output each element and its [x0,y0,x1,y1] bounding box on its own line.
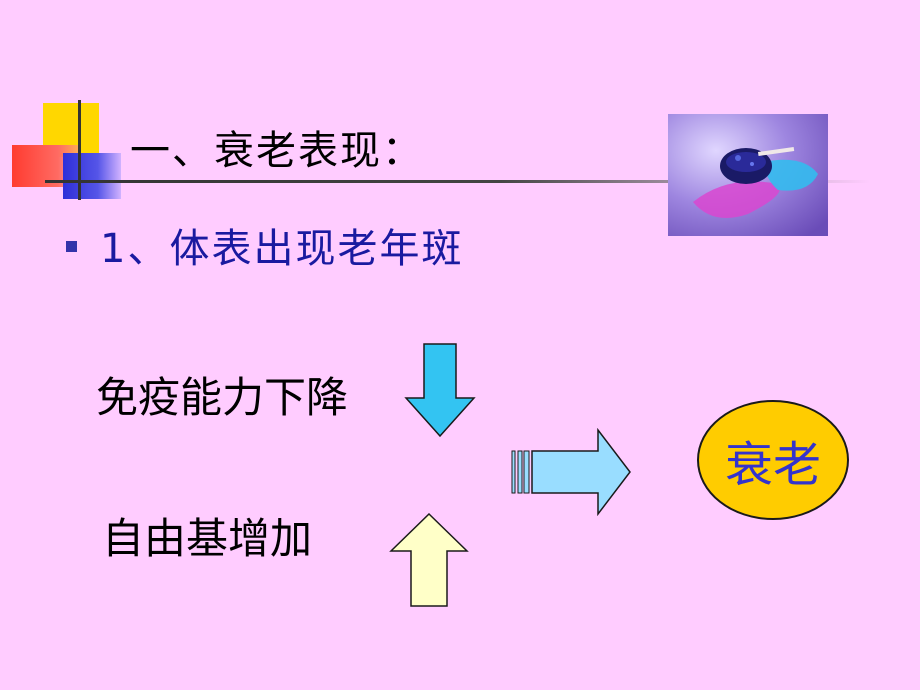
immunity-decline-label: 免疫能力下降 [96,373,349,422]
bullet-text: 1、体表出现老年斑 [100,226,464,272]
arrow-down-icon [404,343,476,438]
bullet-square [66,241,77,252]
result-ellipse: 衰老 [697,400,849,520]
ashtray-photo [668,114,828,236]
arrow-up-icon [389,513,469,607]
arrow-right-icon [511,428,631,516]
free-radical-increase-label: 自由基增加 [102,514,313,563]
slide-title: 一、衰老表现： [130,128,424,174]
decor-vertical-line [78,100,81,200]
decor-blue-square [63,153,121,199]
ashtray-image-icon [668,114,828,236]
title-underline [45,180,870,183]
result-text: 衰老 [724,437,821,493]
